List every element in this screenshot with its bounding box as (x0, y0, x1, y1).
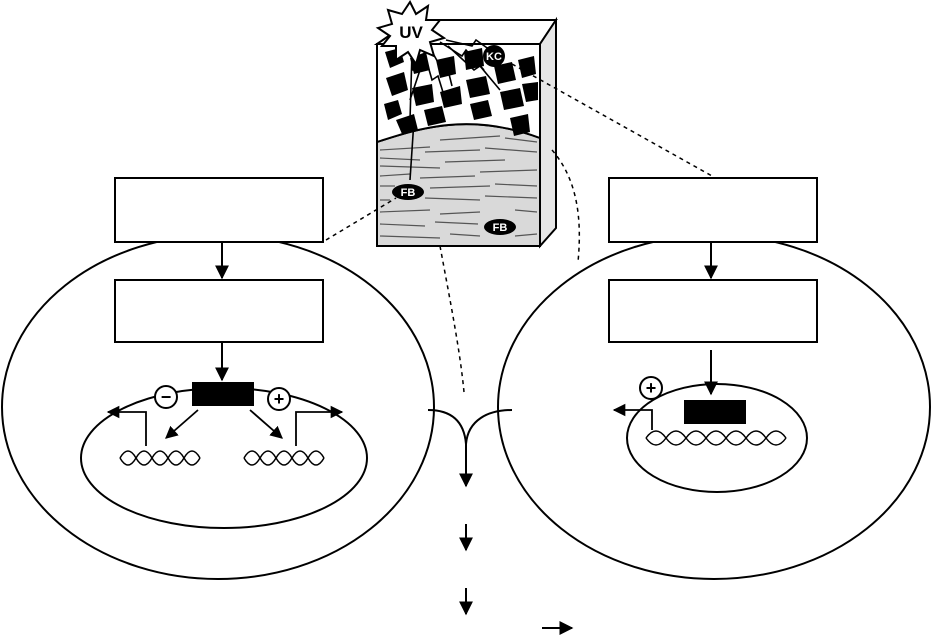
fibroblast-lower-label: FB (493, 222, 508, 234)
uv-burst: UV (375, 0, 447, 67)
converge-curve-left (427, 409, 467, 445)
right-gene-arrow (612, 403, 653, 430)
right-nucleus (626, 383, 808, 493)
center-convergence (427, 409, 574, 635)
starburst-icon (375, 0, 447, 67)
left-signal-box (114, 279, 324, 343)
left-activate-arrow (249, 409, 283, 439)
dotted-connectors (325, 63, 713, 393)
fibroblast-upper-label: FB (401, 187, 416, 199)
plus-label-left: + (274, 389, 285, 409)
left-gene-arrow-2 (295, 405, 344, 446)
right-signal-box (608, 279, 818, 343)
plus-circle-left (267, 387, 291, 411)
skin-side-face (539, 16, 557, 249)
skin-block: FB FB KC (373, 16, 558, 249)
right-receptor-box (608, 177, 818, 243)
left-repress-arrow (165, 409, 199, 439)
double-helix-icon (119, 450, 201, 466)
plus-label-right: + (646, 378, 657, 398)
left-nucleus (80, 387, 368, 529)
dermis-fibers (379, 135, 538, 239)
keratinocyte-marker (483, 45, 505, 67)
minus-circle (154, 385, 178, 409)
double-helix-icon (645, 430, 787, 446)
converge-curve-right (465, 409, 513, 445)
fibroblast-upper (392, 184, 424, 200)
fibroblast-lower (484, 219, 516, 235)
left-receptor-box (114, 177, 324, 243)
right-cell: + (497, 177, 931, 580)
plus-circle-right (639, 376, 663, 400)
minus-label: − (161, 387, 172, 407)
left-transcription-factor (192, 382, 254, 406)
double-helix-icon (243, 450, 325, 466)
keratinocytes (384, 48, 538, 136)
uv-label: UV (399, 23, 423, 42)
right-transcription-factor (684, 400, 746, 424)
left-cell: − + (1, 177, 435, 580)
left-gene-arrow-1 (106, 405, 147, 446)
uv-rays (409, 38, 501, 181)
keratinocyte-label: KC (486, 51, 502, 63)
